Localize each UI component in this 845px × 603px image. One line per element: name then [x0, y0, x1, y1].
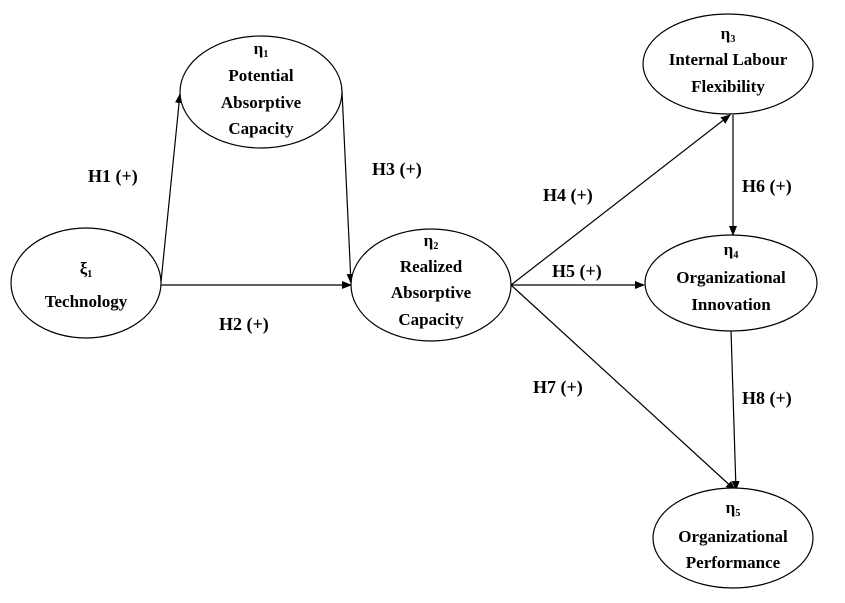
node-organizational-innovation-symbol: η4 — [724, 240, 739, 261]
hypothesis-label-h7: H7 (+) — [533, 377, 583, 398]
node-internal-labour-flexibility: η3 Internal Labour Flexibility — [642, 13, 814, 115]
node-organizational-performance-label-1: Organizational — [678, 527, 788, 546]
hypothesis-label-h3: H3 (+) — [372, 159, 422, 180]
node-potential-absorptive-capacity-symbol: η1 — [254, 39, 269, 60]
node-organizational-performance: η5 Organizational Performance — [652, 487, 814, 589]
hypothesis-label-h2: H2 (+) — [219, 314, 269, 335]
node-internal-labour-flexibility-label-1: Internal Labour — [669, 50, 788, 69]
node-internal-labour-flexibility-label-2: Flexibility — [691, 77, 765, 96]
node-internal-labour-flexibility-symbol: η3 — [721, 24, 736, 45]
node-realized-absorptive-capacity-label-3: Capacity — [398, 310, 464, 329]
node-technology: ξ1 Technology — [10, 227, 162, 339]
edge-h7 — [510, 284, 736, 491]
hypothesis-label-h6: H6 (+) — [742, 176, 792, 197]
hypothesis-label-h4: H4 (+) — [543, 185, 593, 206]
node-potential-absorptive-capacity: η1 Potential Absorptive Capacity — [179, 35, 343, 149]
node-technology-symbol: ξ1 — [80, 259, 93, 280]
node-realized-absorptive-capacity-label-2: Absorptive — [391, 283, 472, 302]
node-realized-absorptive-capacity: η2 Realized Absorptive Capacity — [350, 228, 512, 342]
node-potential-absorptive-capacity-label-1: Potential — [228, 66, 293, 85]
node-organizational-performance-ellipse — [652, 487, 814, 589]
hypothesis-label-h8: H8 (+) — [742, 388, 792, 409]
edge-h4 — [510, 114, 731, 286]
edge-h3 — [341, 90, 355, 284]
edge-h1 — [160, 93, 184, 283]
node-potential-absorptive-capacity-ellipse — [179, 35, 343, 149]
hypothesis-labels: H1 (+) H2 (+) H3 (+) H4 (+) H5 (+) H6 (+… — [88, 159, 792, 409]
node-realized-absorptive-capacity-label-1: Realized — [400, 257, 463, 276]
node-potential-absorptive-capacity-label-2: Absorptive — [221, 93, 302, 112]
node-potential-absorptive-capacity-label-3: Capacity — [228, 119, 294, 138]
hypothesis-label-h1: H1 (+) — [88, 166, 138, 187]
node-technology-label-1: Technology — [45, 292, 128, 311]
node-organizational-innovation: η4 Organizational Innovation — [644, 234, 818, 332]
node-organizational-innovation-ellipse — [644, 234, 818, 332]
node-organizational-performance-label-2: Performance — [686, 553, 781, 572]
node-internal-labour-flexibility-ellipse — [642, 13, 814, 115]
node-realized-absorptive-capacity-ellipse — [350, 228, 512, 342]
node-organizational-innovation-label-2: Innovation — [691, 295, 771, 314]
node-technology-ellipse — [10, 227, 162, 339]
hypothesis-label-h5: H5 (+) — [552, 261, 602, 282]
node-organizational-innovation-label-1: Organizational — [676, 268, 786, 287]
node-organizational-performance-symbol: η5 — [726, 498, 741, 519]
edge-h8 — [730, 329, 740, 491]
node-realized-absorptive-capacity-symbol: η2 — [424, 231, 439, 252]
edges — [160, 90, 740, 491]
